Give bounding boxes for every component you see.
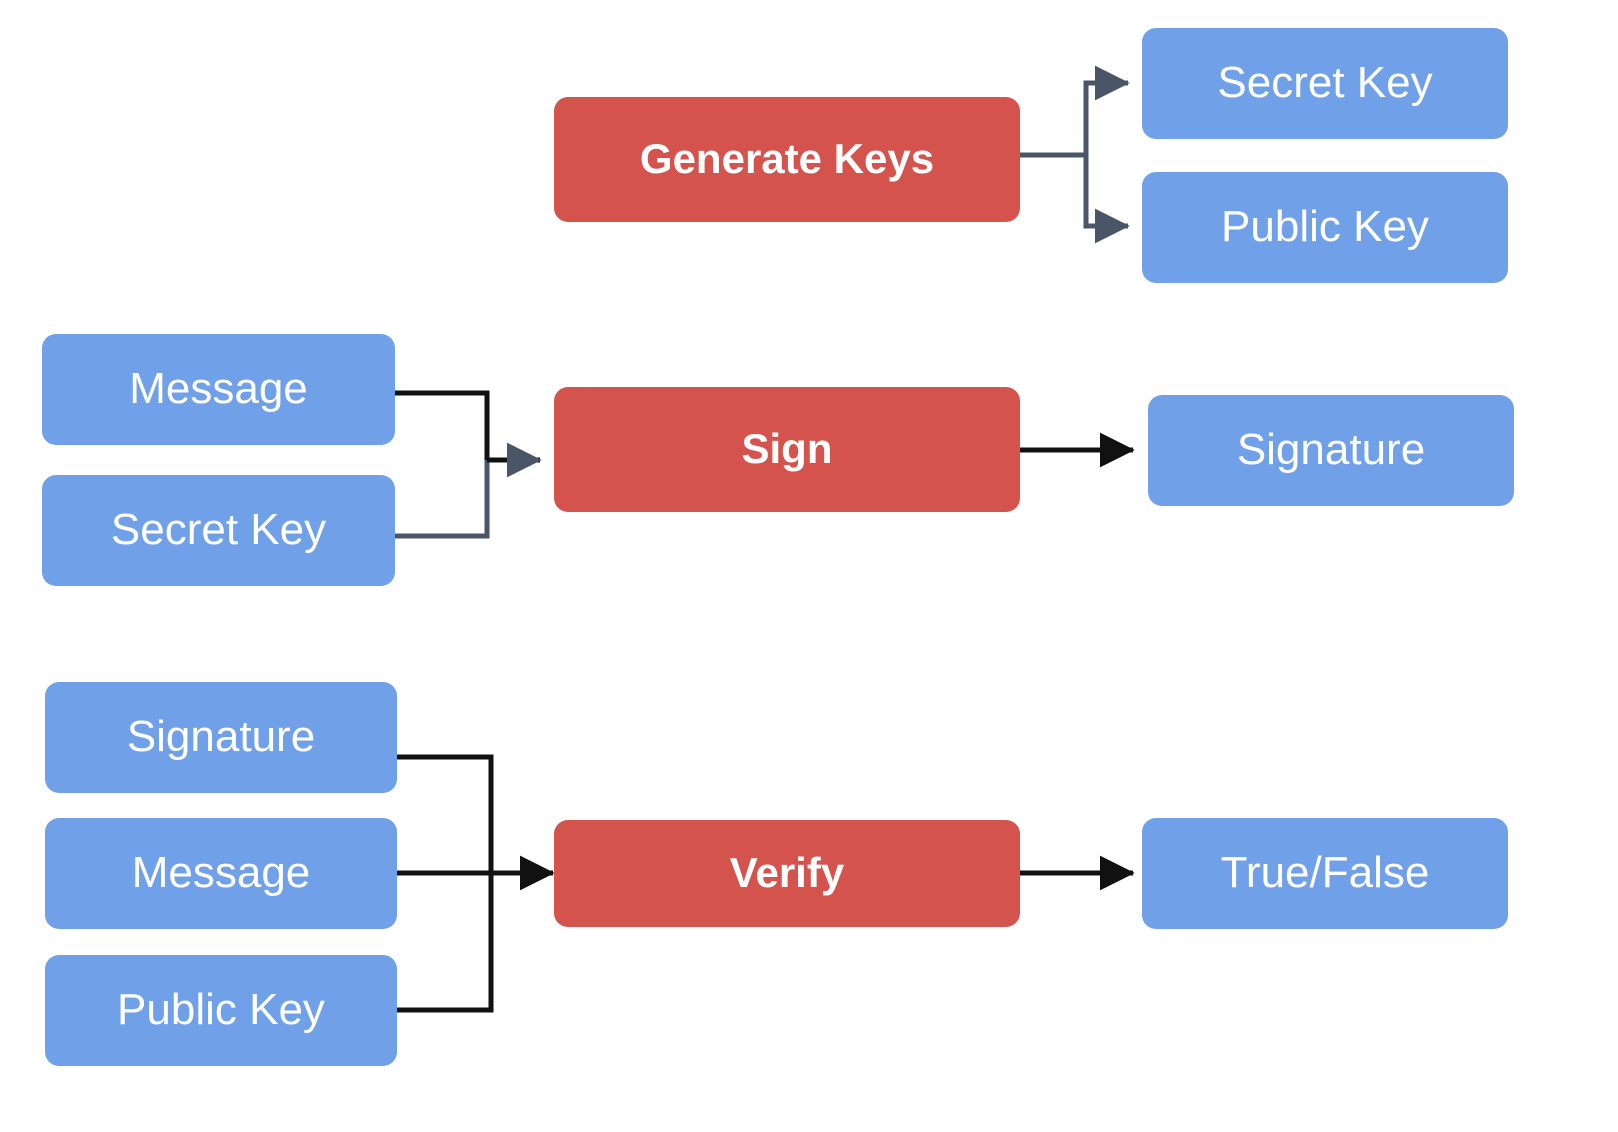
- node-signature-output[interactable]: Signature: [1148, 395, 1514, 506]
- node-verify-label: Verify: [729, 849, 845, 897]
- edge-signature-to-verify: [397, 754, 494, 873]
- edge-generate-keys-to-public-key: [1020, 152, 1130, 244]
- node-signature-verify-input-label: Signature: [126, 712, 316, 762]
- node-public-key-output-label: Public Key: [1221, 202, 1429, 252]
- edge-public-key-to-verify: [397, 873, 494, 1013]
- node-secret-key-sign-input[interactable]: Secret Key: [42, 475, 395, 586]
- edge-generate-keys-to-secret-key: [1020, 65, 1130, 158]
- node-message-verify-input[interactable]: Message: [45, 818, 397, 929]
- node-signature-verify-input[interactable]: Signature: [45, 682, 397, 793]
- node-true-false-output-label: True/False: [1220, 848, 1430, 898]
- node-true-false-output[interactable]: True/False: [1142, 818, 1508, 929]
- node-sign-label: Sign: [741, 425, 833, 473]
- node-generate-keys[interactable]: Generate Keys: [554, 97, 1020, 222]
- node-message-sign-input[interactable]: Message: [42, 334, 395, 445]
- node-signature-output-label: Signature: [1236, 425, 1426, 475]
- node-message-sign-input-label: Message: [129, 364, 308, 414]
- node-secret-key-output-label: Secret Key: [1217, 58, 1433, 108]
- node-message-verify-input-label: Message: [131, 848, 311, 898]
- node-public-key-verify-input[interactable]: Public Key: [45, 955, 397, 1066]
- node-secret-key-sign-input-label: Secret Key: [110, 505, 327, 555]
- node-public-key-output[interactable]: Public Key: [1142, 172, 1508, 283]
- node-sign[interactable]: Sign: [554, 387, 1020, 512]
- edge-message-to-sign: [395, 390, 490, 460]
- node-public-key-verify-input-label: Public Key: [117, 985, 325, 1035]
- node-verify[interactable]: Verify: [554, 820, 1020, 927]
- node-secret-key-output[interactable]: Secret Key: [1142, 28, 1508, 139]
- node-generate-keys-label: Generate Keys: [639, 135, 935, 183]
- edge-secret-key-to-sign: [395, 460, 490, 539]
